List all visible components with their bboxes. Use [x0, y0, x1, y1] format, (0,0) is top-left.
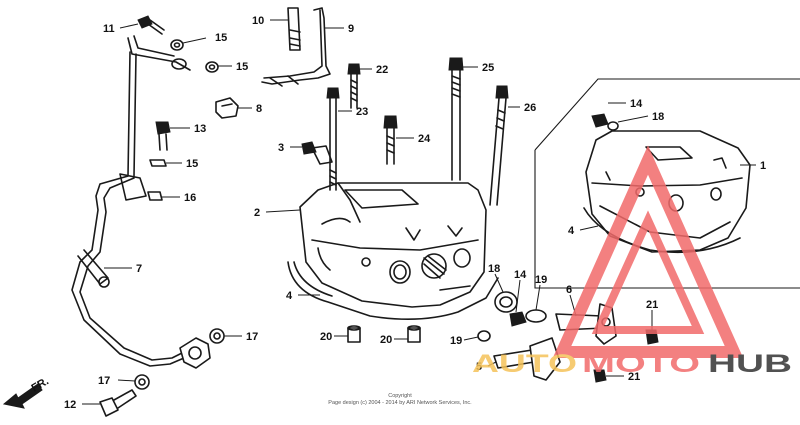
- copyright-notice: Copyright Page design (c) 2004 - 2014 by…: [328, 393, 472, 406]
- bolt-22: [347, 63, 361, 109]
- plug-20-left: [347, 325, 361, 343]
- callout-16: 16: [184, 192, 196, 204]
- callout-14-main: 14: [514, 269, 527, 281]
- direction-label: FR.: [30, 375, 51, 394]
- leader-lines: [82, 19, 756, 405]
- callout-10: 10: [252, 15, 264, 27]
- callout-18-main: 18: [488, 263, 500, 275]
- washer-17-left: [134, 374, 150, 390]
- bolt-14-main: [509, 311, 527, 327]
- copyright-line-1: Copyright: [388, 393, 412, 399]
- callout-26: 26: [524, 102, 536, 114]
- plug-16: [147, 191, 163, 201]
- bolt-13: [155, 121, 171, 151]
- callout-15-top: 15: [215, 32, 227, 44]
- cylinder-head-cover: [299, 182, 487, 308]
- callout-2: 2: [254, 207, 260, 219]
- callout-4-main: 4: [286, 290, 293, 302]
- cover-gasket: [287, 261, 499, 320]
- callout-14-inset: 14: [630, 98, 643, 110]
- callout-21-upper: 21: [646, 299, 658, 311]
- bolt-11: [137, 15, 165, 35]
- watermark-brand-auto: AUTO: [472, 350, 577, 378]
- bolt-21-lower: [593, 369, 607, 383]
- callout-3: 3: [278, 142, 284, 154]
- callout-6: 6: [566, 284, 572, 296]
- callout-15-mid: 15: [236, 61, 248, 73]
- callout-20-right: 20: [380, 334, 392, 346]
- callout-8: 8: [256, 103, 262, 115]
- bolt-25: [448, 57, 464, 181]
- shaft-5: [493, 337, 561, 381]
- o-ring-19-bottom: [477, 330, 491, 342]
- callout-23: 23: [356, 106, 368, 118]
- front-direction-arrow: FR.: [2, 375, 51, 409]
- callout-21-lower: 21: [628, 371, 640, 383]
- oil-pipe-7: [71, 35, 211, 369]
- callout-5: 5: [476, 361, 482, 373]
- callout-20-left: 20: [320, 331, 332, 343]
- inset-bolt-14: [591, 113, 619, 131]
- callout-9: 9: [348, 23, 354, 35]
- watermark-brand-moto: MOTO: [582, 350, 700, 378]
- callout-25: 25: [482, 62, 494, 74]
- bolt-24: [383, 115, 398, 165]
- clamp-3: [301, 141, 333, 165]
- callout-22: 22: [376, 64, 388, 76]
- callout-24: 24: [418, 133, 431, 145]
- callout-12: 12: [64, 399, 76, 411]
- callout-7: 7: [136, 263, 142, 275]
- plug-20-right: [407, 325, 421, 343]
- bolt-23: [326, 87, 340, 191]
- callout-17-right: 17: [246, 331, 258, 343]
- copyright-line-2: Page design (c) 2004 - 2014 by ARI Netwo…: [328, 400, 472, 406]
- washer-15-top: [170, 39, 184, 51]
- o-ring-19-top: [525, 309, 547, 323]
- callout-4-inset: 4: [568, 225, 575, 237]
- callout-13: 13: [194, 123, 206, 135]
- callout-numbers: 11 15 15 8 13 15 16 7 17 17 12 10 9 22 2…: [64, 15, 766, 411]
- nut-8: [215, 97, 239, 119]
- callout-19-top: 19: [535, 274, 547, 286]
- washer-15-mid: [205, 61, 219, 73]
- callout-1: 1: [760, 160, 766, 172]
- cap-18: [494, 291, 518, 313]
- callout-15-low: 15: [186, 158, 198, 170]
- bracket-9: [261, 7, 331, 87]
- automotohub-watermark: AUTO MOTO HUB: [472, 145, 792, 378]
- callout-17-left: 17: [98, 375, 110, 387]
- callout-18-inset: 18: [652, 111, 664, 123]
- watermark-brand-hub: HUB: [708, 350, 792, 378]
- washer-17-right: [209, 328, 225, 344]
- clip-10: [287, 7, 301, 51]
- bolt-12: [99, 389, 137, 417]
- bolt-26: [489, 85, 509, 206]
- callout-19-bottom: 19: [450, 335, 462, 347]
- washer-15-low: [149, 159, 167, 167]
- callout-11: 11: [103, 23, 115, 35]
